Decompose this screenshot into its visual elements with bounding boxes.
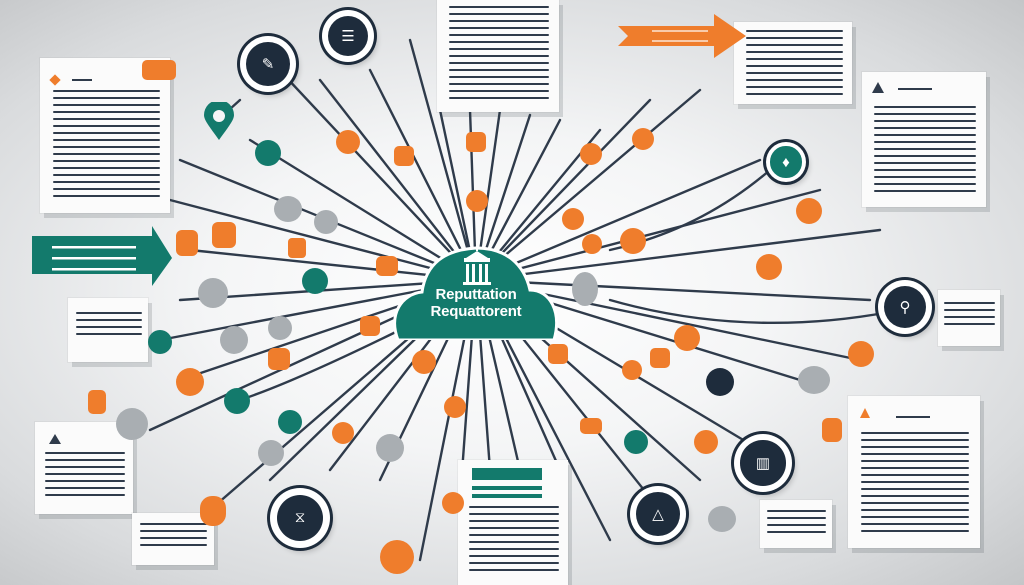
- network-node: [332, 422, 354, 444]
- teal-banner: [32, 226, 172, 286]
- bars-chart-badge: ▥: [734, 434, 792, 492]
- network-node: [580, 418, 602, 434]
- network-node: [360, 316, 380, 336]
- document-top-left: [40, 58, 170, 213]
- document-badge: ✎: [240, 36, 296, 92]
- orange-arrow-icon: [618, 14, 746, 58]
- network-node: [412, 350, 436, 374]
- diamond-icon: [49, 74, 61, 86]
- network-node: [694, 430, 718, 454]
- network-node: [394, 146, 414, 166]
- network-node: [314, 210, 338, 234]
- note-left: [68, 298, 148, 362]
- network-node: [624, 430, 648, 454]
- warning-icon: [872, 82, 884, 93]
- network-node: [268, 348, 290, 370]
- network-node: [274, 196, 302, 222]
- warning-icon: [860, 408, 870, 418]
- checklist-badge: ☰: [322, 10, 374, 62]
- note-bottom-right: [760, 500, 832, 548]
- location-pin-icon: [204, 102, 234, 140]
- warning-icon: [49, 434, 61, 444]
- network-node: [650, 348, 670, 368]
- cloud-label-line1: Reputtation: [435, 286, 517, 303]
- network-node: [288, 238, 306, 258]
- network-node: [258, 440, 284, 466]
- network-node: [548, 344, 568, 364]
- document-right: [862, 72, 986, 207]
- network-node: [674, 325, 700, 351]
- network-node: [708, 506, 736, 532]
- network-node: [212, 222, 236, 248]
- network-node: [822, 418, 842, 442]
- pyramid-badge: △: [630, 486, 686, 542]
- chart-badge: ⧖: [270, 488, 330, 548]
- network-node: [466, 190, 488, 212]
- network-node: [706, 368, 734, 396]
- network-node: [442, 492, 464, 514]
- network-node: [176, 368, 204, 396]
- document-bottom-center: [458, 460, 568, 585]
- network-node: [466, 132, 486, 152]
- tag-icon: [142, 60, 176, 80]
- note-bottom-left: [132, 513, 214, 565]
- bars-chart-icon: ▥: [740, 440, 786, 486]
- network-node: [444, 396, 466, 418]
- document-icon: ✎: [246, 42, 290, 86]
- network-node: [632, 128, 654, 150]
- note-right: [938, 290, 1000, 346]
- network-node: [756, 254, 782, 280]
- network-node: [796, 198, 822, 224]
- network-node: [302, 268, 328, 294]
- network-node: [200, 496, 226, 526]
- network-node: [622, 360, 642, 380]
- network-node: [220, 326, 248, 354]
- building-icon: [463, 246, 491, 285]
- network-node: [620, 228, 646, 254]
- pyramid-icon: △: [636, 492, 680, 536]
- document-top-center: [437, 0, 559, 112]
- tag-badge: ⚲: [878, 280, 932, 334]
- checklist-icon: ☰: [327, 15, 369, 57]
- tag-icon: ⚲: [883, 285, 927, 329]
- network-node: [798, 366, 830, 394]
- network-node: [380, 540, 414, 574]
- network-node: [116, 408, 148, 440]
- network-node: [278, 410, 302, 434]
- network-node: [572, 272, 598, 306]
- document-top-right: [734, 22, 852, 104]
- chart-icon: ⧖: [276, 494, 324, 542]
- network-node: [176, 230, 198, 256]
- network-node: [376, 256, 398, 276]
- network-node: [336, 130, 360, 154]
- cloud-label: Reputtation Requattorent: [392, 286, 560, 320]
- shield-icon: ♦: [770, 146, 802, 178]
- cloud-label-line2: Requattorent: [430, 303, 522, 320]
- network-node: [562, 208, 584, 230]
- network-node: [848, 341, 874, 367]
- network-node: [148, 330, 172, 354]
- network-node: [255, 140, 281, 166]
- reputation-cloud: Reputtation Requattorent: [392, 234, 560, 340]
- network-node: [376, 434, 404, 462]
- network-node: [268, 316, 292, 340]
- shield-badge: ♦: [766, 142, 806, 182]
- network-node: [198, 278, 228, 308]
- network-node: [582, 234, 602, 254]
- document-bottom-left: [35, 422, 133, 514]
- document-bottom-right: [848, 396, 980, 548]
- network-node: [580, 143, 602, 165]
- network-node: [224, 388, 250, 414]
- network-node: [88, 390, 106, 414]
